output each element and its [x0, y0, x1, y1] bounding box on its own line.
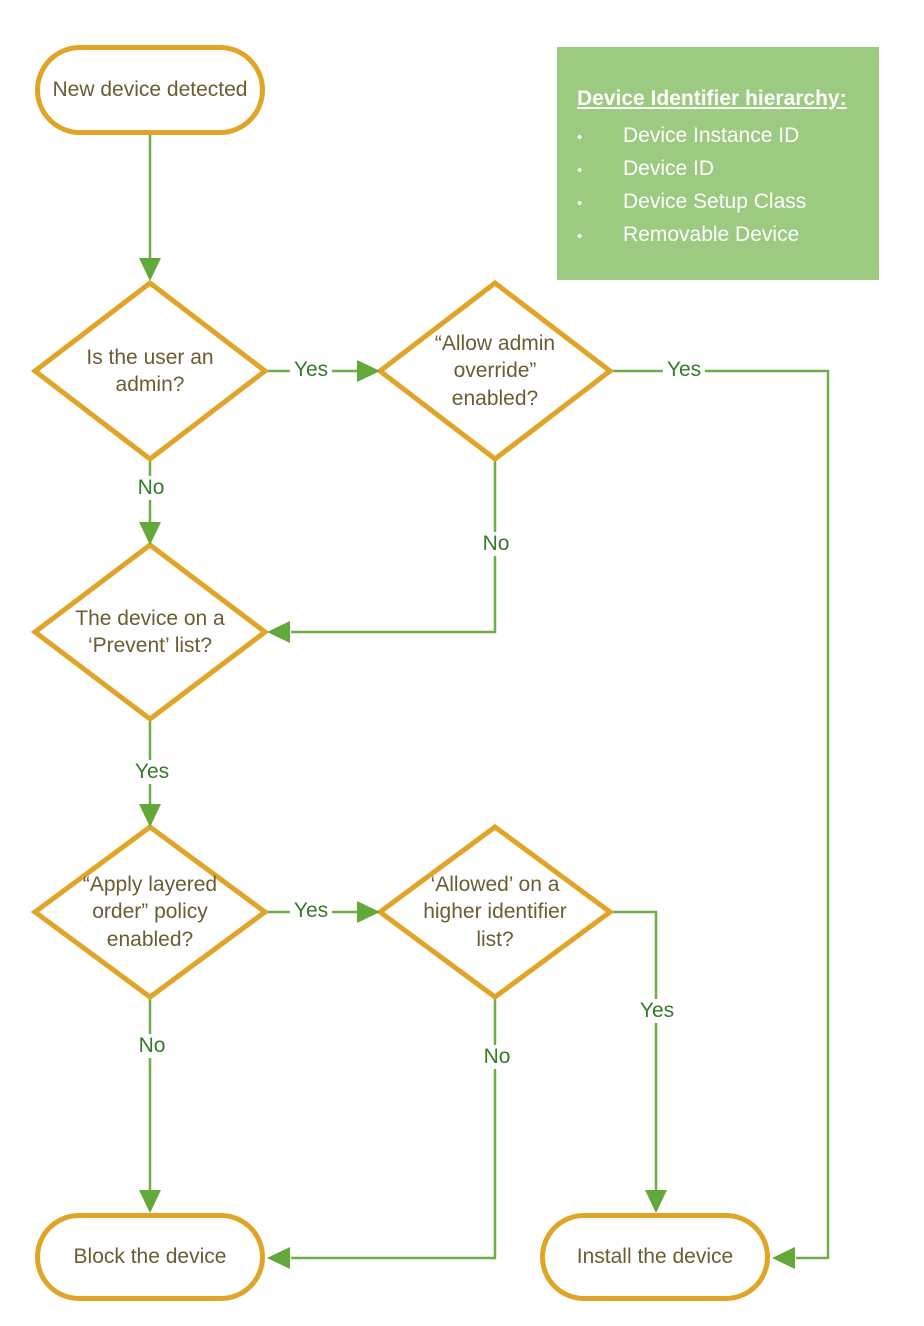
- bullet-icon: •: [577, 195, 583, 212]
- diamond-apply-layered-order: [30, 823, 270, 1001]
- legend-item-label: Device Instance ID: [623, 124, 800, 147]
- decision-shapes: [30, 279, 615, 1001]
- diamond-is-user-admin: [30, 279, 270, 463]
- arrowhead-into-d1: [139, 258, 161, 281]
- legend-item: • Removable Device: [577, 219, 869, 252]
- bullet-icon: •: [577, 162, 583, 179]
- edge-label-d1-no: No: [133, 476, 169, 500]
- edge-label-d2-yes: Yes: [662, 358, 706, 382]
- edge-d2-to-d3-no: [291, 459, 497, 634]
- bullet-icon: •: [577, 228, 583, 245]
- legend-box: Device Identifier hierarchy: • Device In…: [557, 47, 879, 280]
- edge-label-d5-no: No: [479, 1045, 515, 1069]
- node-start: New device detected: [35, 45, 265, 135]
- arrowheads: [139, 258, 795, 1269]
- bullet-icon: •: [577, 129, 583, 146]
- edge-label-d5-yes: Yes: [635, 999, 679, 1023]
- legend-title: Device Identifier hierarchy:: [577, 87, 847, 110]
- node-block-device: Block the device: [35, 1213, 265, 1301]
- legend-item-label: Device Setup Class: [623, 190, 807, 213]
- edge-label-d4-yes: Yes: [289, 899, 333, 923]
- legend-item: • Device Instance ID: [577, 120, 869, 153]
- node-start-label: New device detected: [52, 78, 248, 101]
- legend-item: • Device ID: [577, 153, 869, 186]
- arrowhead-into-d2: [357, 360, 380, 382]
- legend-item-label: Device ID: [623, 157, 715, 180]
- arrowhead-into-block-top: [139, 1190, 161, 1213]
- arrowhead-into-d3-top: [139, 522, 161, 545]
- diamond-allowed-higher-identifier: [375, 823, 615, 1001]
- legend-item-label: Removable Device: [623, 223, 800, 246]
- edge-label-d1-yes: Yes: [289, 358, 333, 382]
- arrowhead-into-install-top: [645, 1190, 667, 1213]
- arrowhead-into-block-right: [267, 1247, 290, 1269]
- diamond-prevent-list: [30, 541, 270, 723]
- edge-d2-to-install-yes: [610, 369, 830, 1260]
- arrowhead-into-install-right: [772, 1247, 795, 1269]
- node-install-device-label: Install the device: [576, 1245, 734, 1268]
- legend-item: • Device Setup Class: [577, 186, 869, 219]
- node-install-device: Install the device: [540, 1213, 770, 1301]
- edge-d5-to-install-yes: [610, 910, 658, 1191]
- arrowhead-into-d3-right: [267, 621, 290, 643]
- arrowhead-into-d4: [139, 804, 161, 827]
- edge-d5-to-block-no: [291, 997, 497, 1260]
- edge-label-d2-no: No: [478, 532, 514, 556]
- edge-label-d3-yes: Yes: [130, 760, 174, 784]
- edge-label-d4-no: No: [134, 1034, 170, 1058]
- node-block-device-label: Block the device: [73, 1245, 227, 1268]
- diamond-allow-admin-override: [375, 279, 615, 463]
- arrowhead-into-d5: [357, 901, 380, 923]
